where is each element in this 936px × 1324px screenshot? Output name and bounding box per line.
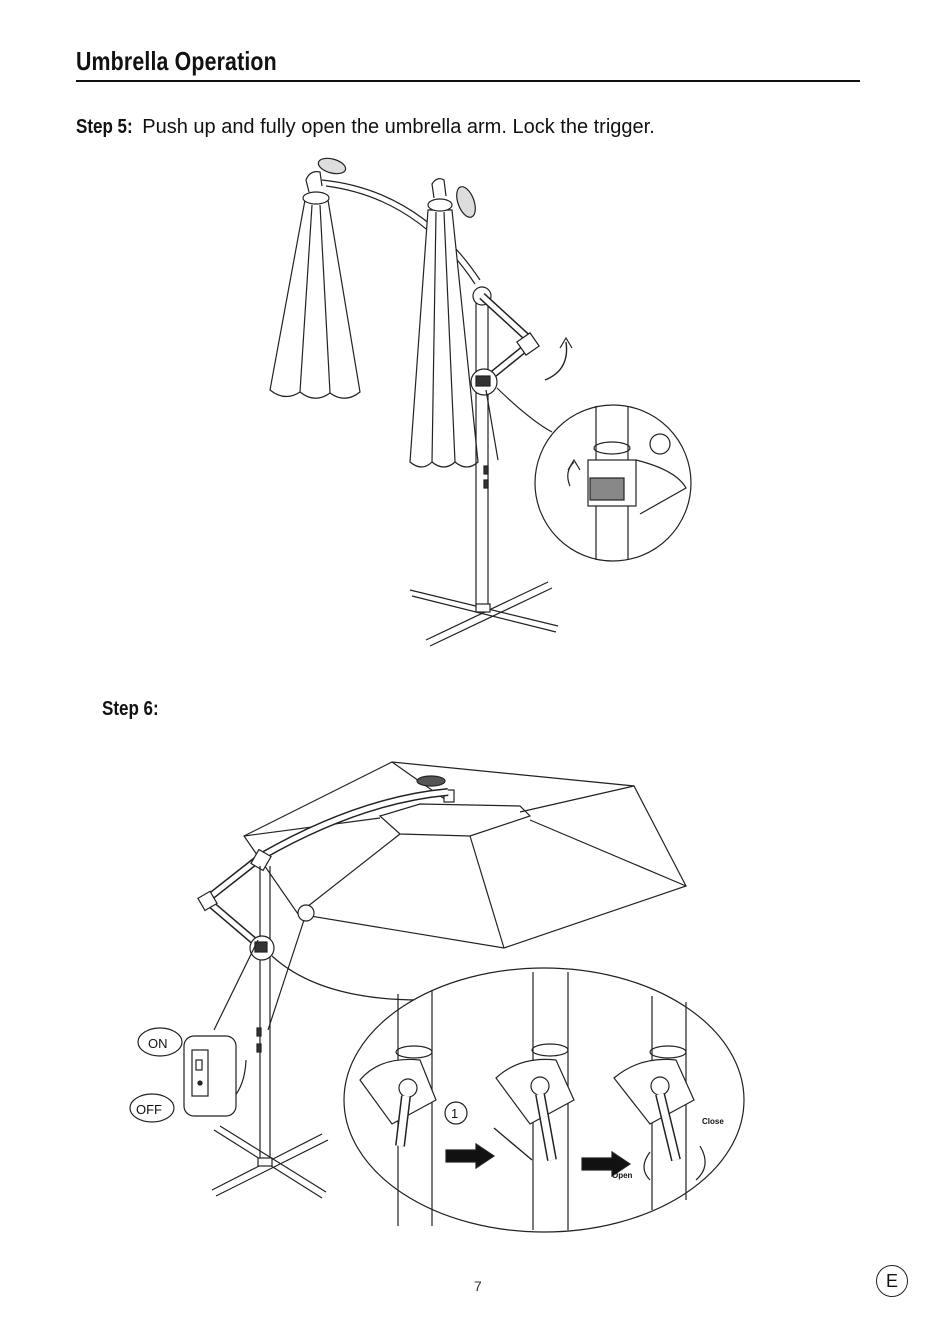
step-6-illustration: ON OFF 1 Open Close [0, 0, 936, 1260]
switch-off-label: OFF [136, 1102, 162, 1117]
open-label: Open [612, 1171, 633, 1180]
language-badge: E [876, 1265, 908, 1297]
close-label: Close [702, 1117, 724, 1126]
step-marker-1: 1 [451, 1106, 458, 1121]
solar-switch [184, 1036, 236, 1116]
page-number: 7 [474, 1278, 482, 1294]
switch-on-label: ON [148, 1036, 168, 1051]
